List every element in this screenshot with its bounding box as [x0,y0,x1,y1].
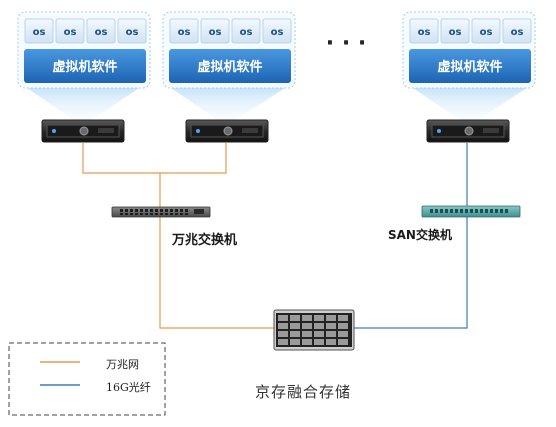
os-label: os [95,27,108,38]
host-group-1: os os os os 虚拟机软件 [17,11,151,143]
switch-san-label: SAN交换机 [388,228,452,242]
fiber-links [352,143,468,329]
san-switch-icon [421,205,521,218]
vm-software-label: 虚拟机软件 [437,59,502,75]
os-label: os [209,27,222,38]
os-box [409,18,439,44]
ethernet-line-host1 [82,143,160,174]
os-label: os [271,27,284,38]
vm-software-bar [409,49,531,83]
os-box [471,18,501,44]
os-label: os [64,27,77,38]
projection-beam [24,86,142,120]
vm-software-label: 虚拟机软件 [197,59,262,75]
projection-beam [168,86,288,120]
os-label: os [178,27,191,38]
storage-array-icon [273,309,355,351]
os-label: os [126,27,139,38]
ethernet-links [82,143,275,329]
os-label: os [33,27,46,38]
os-label: os [418,27,431,38]
os-box [440,18,470,44]
os-box [169,18,199,44]
os-label: os [240,27,253,38]
ellipsis: · · · [326,31,366,56]
os-label: os [511,27,524,38]
host-group-2: os os os os 虚拟机软件 [162,11,296,143]
os-box [86,18,116,44]
os-label: os [449,27,462,38]
legend-box [8,342,166,416]
switch-10g-label: 万兆交换机 [172,233,238,248]
os-box [502,18,532,44]
server-icon [426,119,510,143]
os-box [262,18,292,44]
os-box [117,18,147,44]
ethernet-line-host2 [160,143,227,174]
server-icon [41,119,125,143]
storage-label: 京存融合存储 [255,383,352,401]
os-box [231,18,261,44]
os-box [55,18,85,44]
projection-beam [410,86,530,120]
os-box [24,18,54,44]
legend [8,342,166,416]
server-icon [185,119,269,143]
vm-software-bar [24,49,146,83]
host-group-3: os os os os 虚拟机软件 [402,11,536,143]
vm-software-bar [169,49,291,83]
os-box [200,18,230,44]
fiber-line-to-storage [352,217,468,329]
os-label: os [480,27,493,38]
legend-label-16g: 16G光纤 [106,381,151,394]
legend-label-10g: 万兆网 [106,358,139,371]
ethernet-line-to-storage [159,216,275,329]
network-switch-icon [111,206,211,218]
vm-software-label: 虚拟机软件 [52,59,117,75]
